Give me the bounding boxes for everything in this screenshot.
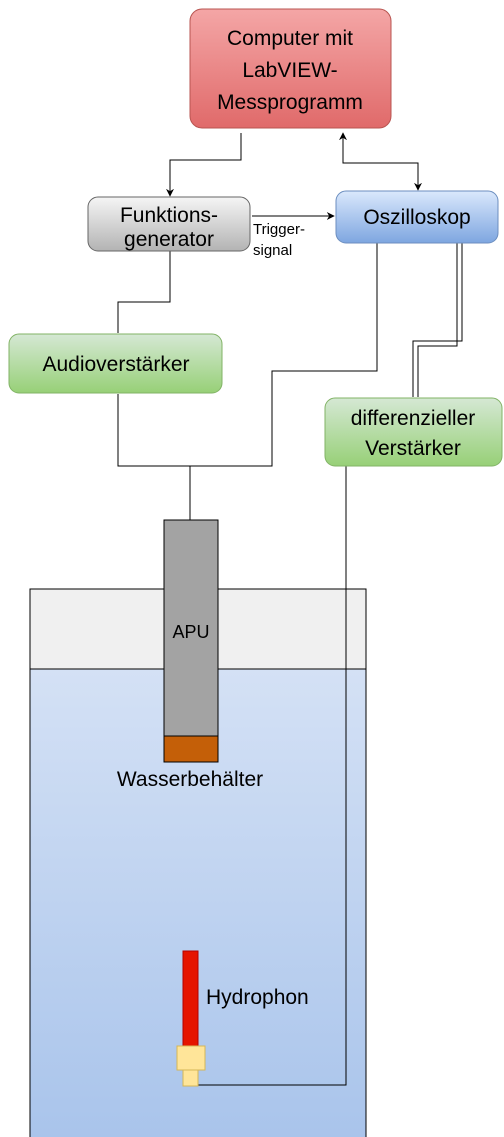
trigger-signal-label-line-2: signal xyxy=(253,242,292,259)
computer-node: Computer mit LabVIEW- Messprogramm xyxy=(189,8,392,129)
oscilloscope-to-diff-amp-wire-b xyxy=(412,243,463,397)
function-generator-label-line-1: Funktions- xyxy=(120,204,218,227)
apu-node: APU xyxy=(163,519,219,763)
hydrophone-housing xyxy=(176,1045,206,1071)
apu-tip xyxy=(163,735,219,763)
oscilloscope-box xyxy=(335,190,499,244)
function-generator-node: Funktions- generator xyxy=(87,196,251,252)
water-tank-label: Wasserbehälter xyxy=(117,768,263,791)
differential-amplifier-label-line-1: differenzieller xyxy=(351,407,476,430)
oscilloscope-node: Oszilloskop xyxy=(335,190,499,244)
apu-body xyxy=(163,519,219,737)
hydrophone-node: Hydrophon xyxy=(176,950,309,1087)
oscilloscope-label: Oszilloskop xyxy=(363,206,470,229)
hydrophone-sensor xyxy=(182,950,199,1047)
function-generator-box xyxy=(87,196,251,252)
function-generator-label-line-2: generator xyxy=(124,228,214,251)
trigger-signal-label: Trigger- signal xyxy=(253,221,305,259)
oscilloscope-to-apu-wire xyxy=(190,243,378,467)
hydrophone-label: Hydrophon xyxy=(206,986,309,1009)
audio-amplifier-label: Audioverstärker xyxy=(42,353,189,376)
differential-amplifier-label-line-2: Verstärker xyxy=(365,437,461,460)
generator-to-audio-amp-wire xyxy=(117,250,171,333)
audio-amp-to-apu-wire xyxy=(117,394,191,520)
computer-label-line-3: Messprogramm xyxy=(217,91,363,114)
audio-amplifier-box xyxy=(8,333,223,394)
differential-amplifier-node: differenzieller Verstärker xyxy=(324,397,503,467)
trigger-signal-label-line-1: Trigger- xyxy=(253,221,305,238)
computer-label-line-1: Computer mit xyxy=(227,27,353,50)
computer-box xyxy=(189,8,392,129)
hydrophone-cable-connector xyxy=(182,1069,199,1087)
audio-amplifier-node: Audioverstärker xyxy=(8,333,223,394)
oscilloscope-to-diff-amp-wire-a xyxy=(417,243,458,397)
computer-label-line-2: LabVIEW- xyxy=(242,59,337,82)
differential-amplifier-box xyxy=(324,397,503,467)
apu-label: APU xyxy=(172,622,209,642)
computer-oscilloscope-wire xyxy=(339,132,422,191)
computer-to-generator-wire xyxy=(166,133,242,197)
